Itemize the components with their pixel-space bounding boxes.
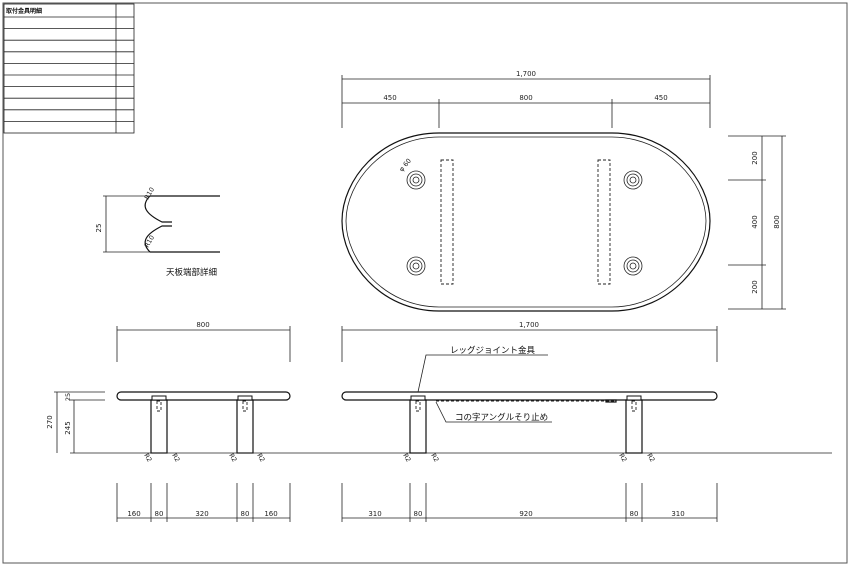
plan-leg-plate-left <box>440 159 454 285</box>
side-foot-3: R2 <box>227 452 238 463</box>
front-foot-1: R2 <box>401 452 412 463</box>
side-foot-2: R2 <box>170 452 181 463</box>
detail-radius-bottom: R10 <box>143 234 156 249</box>
parts-table-title: 取付金具明細 <box>6 7 42 15</box>
detail-caption: 天板端部詳細 <box>166 267 217 278</box>
side-overall-width: 800 <box>196 321 209 329</box>
plan-hole-bottom-left <box>406 256 426 276</box>
side-bottom-dims <box>116 483 291 522</box>
plan-hole-top-right <box>623 170 643 190</box>
plan-leg-plate-right <box>597 159 611 285</box>
detail-edge-profile <box>144 195 172 253</box>
plan-view: 1,700 450 800 450 φ 60 <box>341 70 786 312</box>
side-height-total: 270 <box>46 415 54 428</box>
plan-tabletop-inner <box>345 136 707 308</box>
front-bottom-dims <box>341 483 718 522</box>
side-height-leg: 245 <box>64 421 72 434</box>
side-bottom-dim-5: 160 <box>264 510 277 518</box>
front-leg-right <box>625 399 643 454</box>
front-view: 1,700 R2 R2 R2 R2 レッグジョイント金具 コの字アングルそり止め… <box>341 321 718 522</box>
front-angle-end <box>605 399 617 403</box>
plan-segment-1: 450 <box>383 94 396 102</box>
side-foot-4: R2 <box>255 452 266 463</box>
side-bottom-dim-4: 80 <box>241 510 250 518</box>
plan-hole-top-left <box>406 170 426 190</box>
callout-angle-label: コの字アングルそり止め <box>455 412 548 423</box>
front-overall-width: 1,700 <box>519 321 539 329</box>
detail-radius-top: R10 <box>143 186 156 201</box>
side-tabletop <box>116 391 291 401</box>
parts-table: 取付金具明細 <box>3 3 135 134</box>
side-bracket-right <box>237 395 253 401</box>
front-bottom-dim-2: 80 <box>414 510 423 518</box>
front-foot-3: R2 <box>617 452 628 463</box>
callout-joint-leader <box>417 354 548 393</box>
front-bracket-right <box>626 395 642 401</box>
side-bottom-dim-2: 80 <box>155 510 164 518</box>
plan-right-dim-3: 200 <box>751 280 759 293</box>
detail-thickness-label: 25 <box>95 224 103 233</box>
front-bolt-left <box>415 400 421 412</box>
plan-segment-2: 800 <box>519 94 532 102</box>
plan-tabletop-outer <box>341 132 711 312</box>
side-bracket-left <box>151 395 167 401</box>
callout-joint-label: レッグジョイント金具 <box>450 345 536 356</box>
front-bottom-dim-5: 310 <box>671 510 684 518</box>
side-leg-left <box>150 399 168 454</box>
front-bolt-right <box>631 400 637 412</box>
front-bracket-left <box>410 395 426 401</box>
front-foot-2: R2 <box>429 452 440 463</box>
front-bottom-dim-1: 310 <box>368 510 381 518</box>
side-bolt-left <box>156 400 162 412</box>
plan-hole-diameter: φ 60 <box>397 157 413 173</box>
plan-right-dim-1: 200 <box>751 151 759 164</box>
front-foot-4: R2 <box>645 452 656 463</box>
side-leg-right <box>236 399 254 454</box>
front-tabletop <box>341 391 718 401</box>
side-bolt-right <box>242 400 248 412</box>
plan-overall-depth: 800 <box>773 215 781 228</box>
side-bottom-dim-3: 320 <box>195 510 208 518</box>
parts-table-rows <box>4 16 134 122</box>
front-leg-left <box>409 399 427 454</box>
side-top-thickness: 25 <box>64 393 72 401</box>
side-bottom-dim-1: 160 <box>127 510 140 518</box>
plan-right-dim-2: 400 <box>751 215 759 228</box>
front-bottom-dim-3: 920 <box>519 510 532 518</box>
side-foot-1: R2 <box>142 452 153 463</box>
front-bottom-dim-4: 80 <box>630 510 639 518</box>
plan-hole-bottom-right <box>623 256 643 276</box>
callout-angle-leader <box>435 401 552 423</box>
edge-detail: 25 R10 R10 天板端部詳細 <box>95 186 220 278</box>
plan-segment-3: 450 <box>654 94 667 102</box>
plan-overall-width: 1,700 <box>516 70 536 78</box>
side-view: 800 270 245 25 R2 R2 R2 R2 <box>46 321 291 522</box>
parts-table-frame <box>3 3 135 134</box>
